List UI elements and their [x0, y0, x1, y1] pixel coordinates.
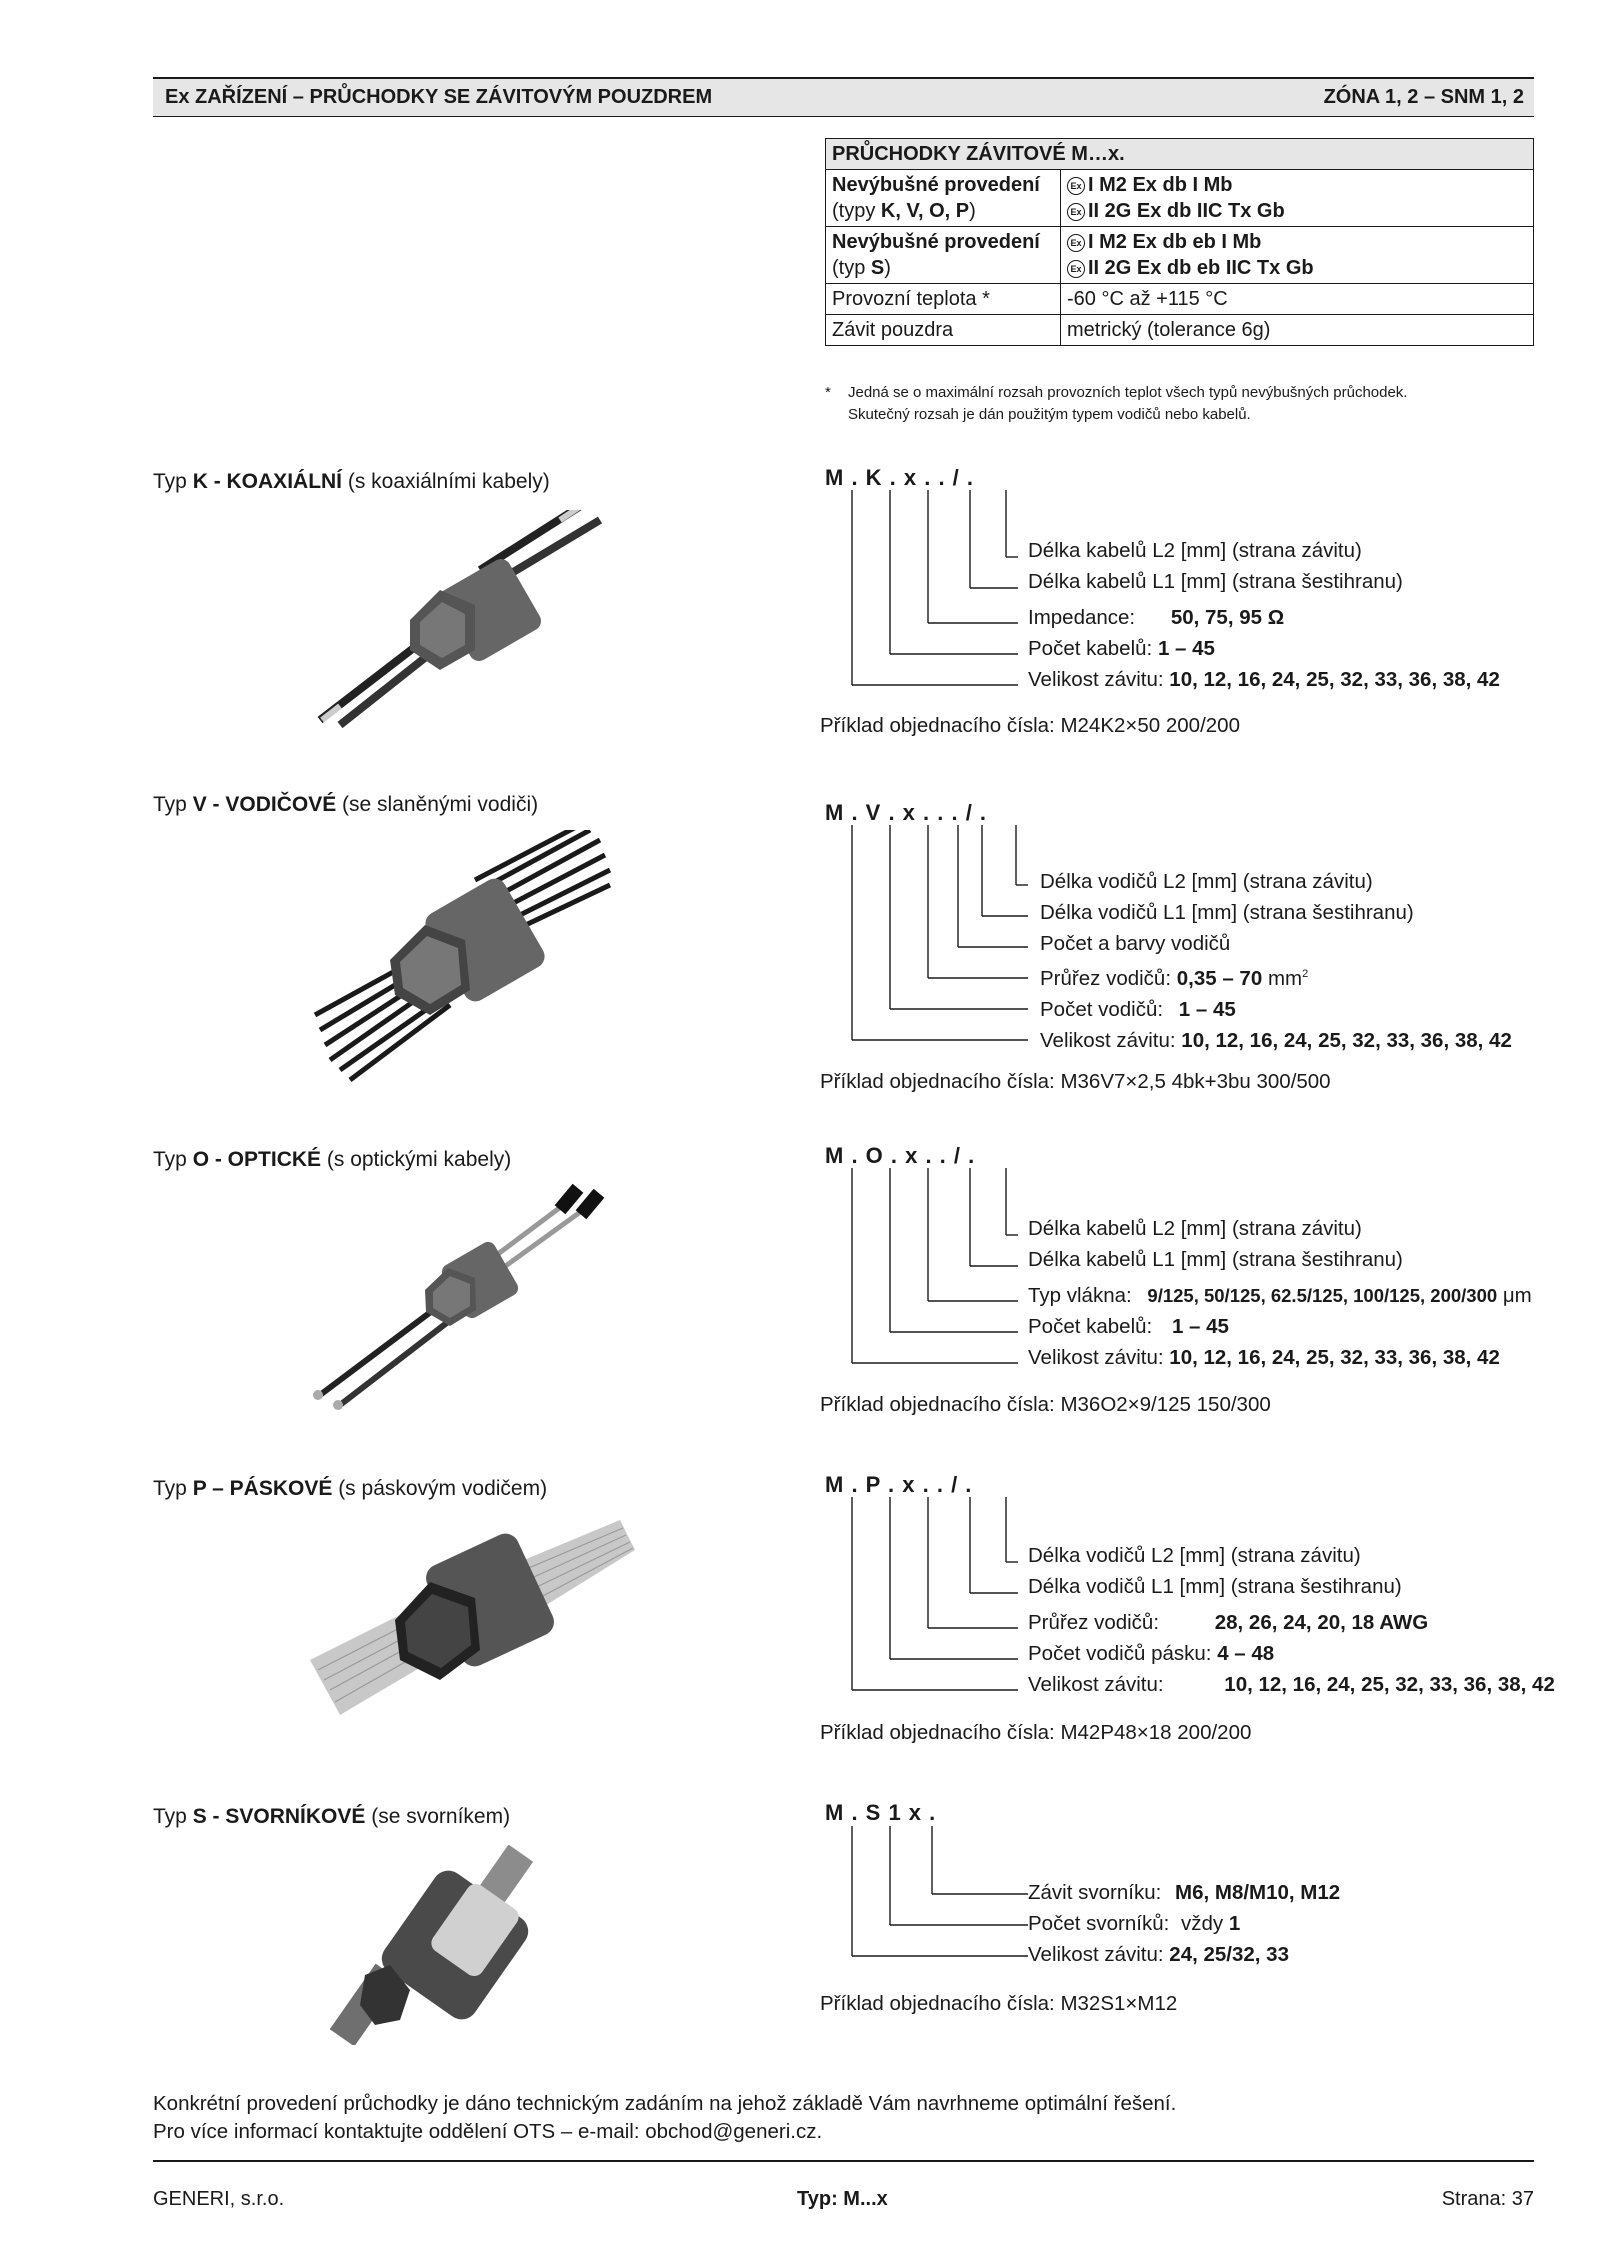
type-s-code-leaders [851, 1826, 1028, 1957]
type-o-example: Příklad objednacího čísla: M36O2×9/125 1… [820, 1393, 1271, 1416]
header-title: Ex ZAŘÍZENÍ – PRŮCHODKY SE ZÁVITOVÝM POU… [165, 86, 713, 108]
spec-row-protection-kvop: Nevýbušné provedení (typy K, V, O, P) Ex… [825, 169, 1534, 227]
type-v-label: Typ V - VODIČOVÉ (se slaněnými vodiči) [153, 793, 539, 816]
spec-row-temperature: Provozní teplota * -60 °C až +115 °C [825, 283, 1534, 315]
type-v-product-image [313, 830, 612, 1082]
type-v-description: Délka vodičů L2 [mm] (strana závitu) Dél… [1040, 870, 1512, 1052]
type-k-product-image [317, 510, 603, 729]
type-k-label: Typ K - KOAXIÁLNÍ (s koaxiálními kabely) [153, 470, 550, 493]
table-footnote-text: Jedná se o maximální rozsah provozních t… [848, 384, 1408, 423]
type-s-product-image [330, 1845, 534, 2045]
type-p-example: Příklad objednacího čísla: M42P48×18 200… [820, 1721, 1252, 1744]
footer-page-number: Strana: 37 [1441, 2188, 1534, 2210]
spec-table-title: PRŮCHODKY ZÁVITOVÉ M…x. [825, 138, 1534, 170]
spec-row-thread: Závit pouzdra metrický (tolerance 6g) [825, 314, 1534, 346]
type-v-example: Příklad objednacího čísla: M36V7×2,5 4bk… [820, 1070, 1331, 1093]
type-o-product-image [313, 1183, 605, 1410]
spec-table: PRŮCHODKY ZÁVITOVÉ M…x. Nevýbušné proved… [825, 138, 1534, 346]
type-s-description: Závit svorníku: M6, M8/M10, M12 Počet sv… [1028, 1881, 1341, 1966]
bottom-note: Konkrétní provedení průchodky je dáno te… [153, 2092, 1177, 2143]
ex-mark-icon: Ex [1067, 176, 1085, 195]
type-p-code-leaders [851, 1497, 1018, 1691]
spec-label: Provozní teplota * [825, 283, 1061, 315]
type-k-example: Příklad objednacího čísla: M24K2×50 200/… [820, 714, 1240, 737]
type-p-product-image [310, 1520, 635, 1715]
spec-label: Nevýbušné provedení (typy K, V, O, P) [825, 169, 1061, 227]
spec-table-head: PRŮCHODKY ZÁVITOVÉ M…x. [825, 138, 1534, 170]
type-s-code: M . S 1 x . [825, 1800, 937, 1825]
ex-mark-icon: Ex [1067, 233, 1085, 252]
spec-value: metrický (tolerance 6g) [1060, 314, 1534, 346]
spec-label: Nevýbušné provedení (typ S) [825, 226, 1061, 284]
footer-company: GENERI, s.r.o. [153, 2188, 285, 2210]
type-o-code-leaders [851, 1168, 1018, 1364]
type-v-code: M . V . x . . . / . [825, 800, 988, 825]
header-zone: ZÓNA 1, 2 – SNM 1, 2 [1323, 86, 1524, 108]
type-k-code: M . K . x . . / . [825, 465, 975, 490]
type-v-code-leaders [851, 825, 1028, 1041]
type-o-code: M . O . x . . / . [825, 1143, 976, 1168]
type-s-example: Příklad objednacího čísla: M32S1×M12 [820, 1992, 1178, 2015]
page-header: Ex ZAŘÍZENÍ – PRŮCHODKY SE ZÁVITOVÝM POU… [153, 77, 1534, 117]
type-o-label: Typ O - OPTICKÉ (s optickými kabely) [153, 1148, 512, 1171]
spec-label: Závit pouzdra [825, 314, 1061, 346]
type-k-description: Délka kabelů L2 [mm] (strana závitu) Dél… [1028, 539, 1500, 691]
type-p-code: M . P . x . . / . [825, 1472, 973, 1497]
type-o-description: Délka kabelů L2 [mm] (strana závitu) Dél… [1028, 1217, 1532, 1369]
footer-divider [153, 2160, 1534, 2162]
type-s-label: Typ S - SVORNÍKOVÉ (se svorníkem) [153, 1805, 511, 1828]
table-footnote: * [825, 384, 831, 401]
ex-mark-icon: Ex [1067, 259, 1085, 278]
type-p-description: Délka vodičů L2 [mm] (strana závitu) Dél… [1028, 1544, 1555, 1696]
type-p-label: Typ P – PÁSKOVÉ (s páskovým vodičem) [153, 1477, 548, 1500]
ex-mark-icon: Ex [1067, 202, 1085, 221]
type-k-code-leaders [851, 490, 1018, 686]
footer-type: Typ: M...x [797, 2188, 888, 2210]
spec-value: -60 °C až +115 °C [1060, 283, 1534, 315]
